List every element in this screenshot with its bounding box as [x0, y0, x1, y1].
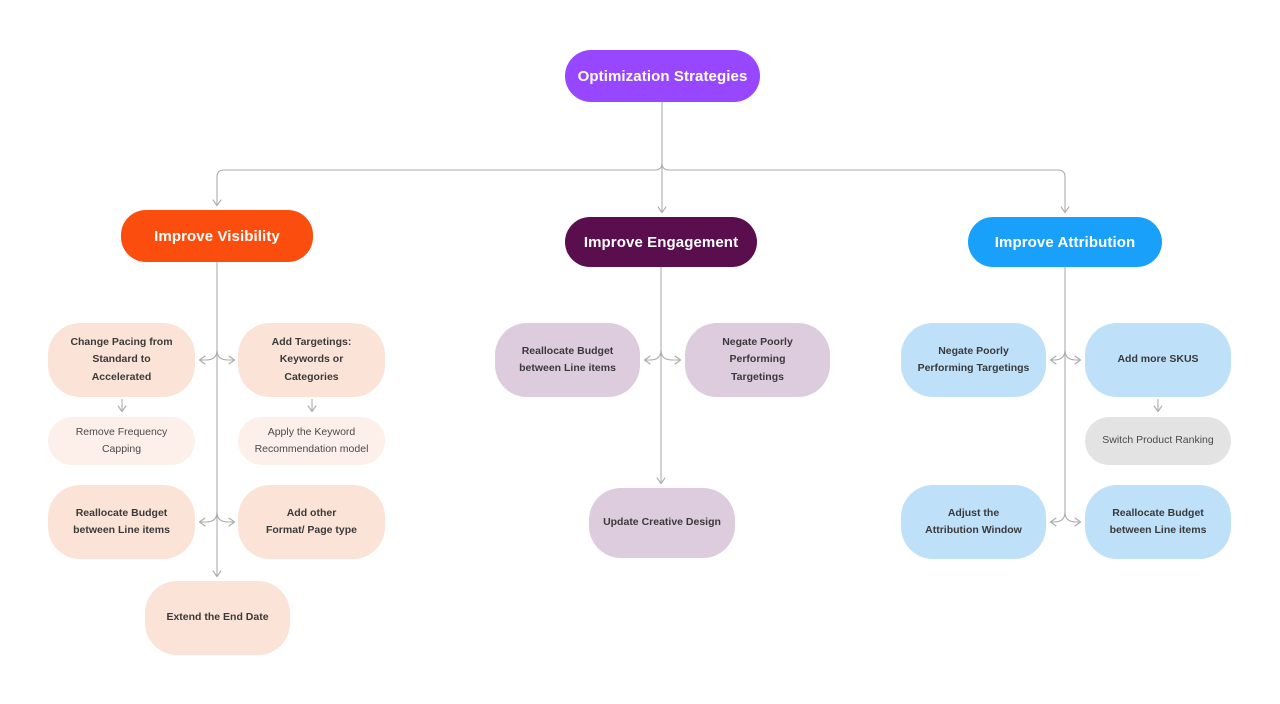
node-switch-product-ranking[interactable]: Switch Product Ranking [1085, 417, 1231, 465]
node-label: Extend the End Date [166, 611, 269, 624]
node-label: Apply the Keyword Recommendation model [254, 425, 369, 455]
node-label: Improve Engagement [583, 233, 739, 251]
node-improve-attribution[interactable]: Improve Attribution [968, 217, 1162, 267]
node-improve-engagement[interactable]: Improve Engagement [565, 217, 757, 267]
node-remove-frequency-capping[interactable]: Remove Frequency Capping [48, 417, 195, 465]
node-adjust-attribution-window[interactable]: Adjust the Attribution Window [901, 485, 1046, 559]
node-label: Optimization Strategies [577, 67, 748, 85]
node-label: Update Creative Design [603, 516, 721, 529]
node-reallocate-budget-visibility[interactable]: Reallocate Budget between Line items [48, 485, 195, 559]
node-change-pacing[interactable]: Change Pacing from Standard to Accelerat… [48, 323, 195, 397]
node-optimization-strategies[interactable]: Optimization Strategies [565, 50, 760, 102]
node-label: Remove Frequency Capping [75, 425, 168, 455]
node-label: Add other Format/ Page type [265, 506, 358, 536]
node-negate-targetings-attribution[interactable]: Negate Poorly Performing Targetings [901, 323, 1046, 397]
edge-root-to-attribution [661, 162, 1070, 214]
node-update-creative-design[interactable]: Update Creative Design [589, 488, 735, 558]
node-label: Negate Poorly Performing Targetings [722, 336, 793, 383]
node-label: Switch Product Ranking [1102, 434, 1214, 447]
node-apply-keyword-model[interactable]: Apply the Keyword Recommendation model [238, 417, 385, 465]
edge-root-to-visibility [212, 162, 663, 207]
node-label: Add Targetings: Keywords or Categories [271, 336, 352, 383]
node-label: Improve Attribution [994, 233, 1136, 251]
node-reallocate-budget-engagement[interactable]: Reallocate Budget between Line items [495, 323, 640, 397]
node-label: Add more SKUS [1117, 353, 1199, 366]
node-improve-visibility[interactable]: Improve Visibility [121, 210, 313, 262]
edge-visibility-fork1-right [216, 349, 236, 365]
edge-visibility-fork2-left [198, 511, 218, 527]
node-label: Change Pacing from Standard to Accelerat… [70, 336, 173, 383]
node-label: Negate Poorly Performing Targetings [917, 344, 1030, 374]
edge-engagement-fork-left [643, 349, 662, 365]
node-label: Reallocate Budget between Line items [1109, 506, 1207, 536]
edge-attribution-fork1-left [1049, 349, 1066, 365]
edge-visibility-fork1-left [198, 349, 218, 365]
edge-visibility-fork2-right [216, 511, 236, 527]
node-extend-end-date[interactable]: Extend the End Date [145, 581, 290, 655]
node-reallocate-budget-attribution[interactable]: Reallocate Budget between Line items [1085, 485, 1231, 559]
edge-attribution-fork2-right [1064, 511, 1082, 527]
node-add-targetings[interactable]: Add Targetings: Keywords or Categories [238, 323, 385, 397]
edge-attribution-fork2-left [1049, 511, 1066, 527]
node-label: Reallocate Budget between Line items [519, 344, 616, 374]
node-label: Improve Visibility [154, 227, 280, 245]
node-label: Reallocate Budget between Line items [73, 506, 170, 536]
node-add-more-skus[interactable]: Add more SKUS [1085, 323, 1231, 397]
node-label: Adjust the Attribution Window [925, 506, 1022, 536]
node-add-other-format[interactable]: Add other Format/ Page type [238, 485, 385, 559]
edge-engagement-fork-right [660, 349, 682, 365]
node-negate-targetings-engagement[interactable]: Negate Poorly Performing Targetings [685, 323, 830, 397]
edge-attribution-fork1-right [1064, 349, 1082, 365]
